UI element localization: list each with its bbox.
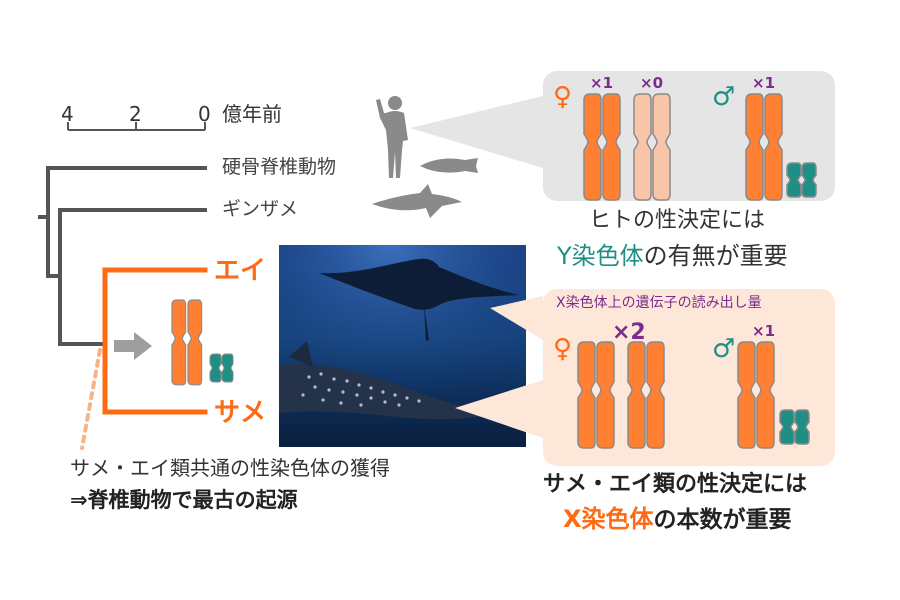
shark-caption-line1: サメ・エイ類の性決定には [543,472,808,497]
scale-tick-4: 4 [61,102,74,126]
shark-caption-rest: の本数が重要 [653,507,792,533]
human-caption-rest: の有無が重要 [643,242,788,270]
shark-callout-wedge [455,380,543,438]
shark-male-chromosomes [737,341,810,449]
shark-female-count: ×2 [612,320,646,345]
origin-caption-line1: サメ・エイ類共通の性染色体の獲得 [70,456,390,480]
origin-caption-line2: ⇒脊椎動物で最古の起源 [70,488,298,512]
taxon-chimaera: ギンザメ [222,198,299,220]
taxon-bony-vertebrates: 硬骨脊椎動物 [222,156,337,178]
dotted-pointer-line [80,348,102,450]
scale-tick-0: 0 [198,102,211,126]
human-male-symbol: ♂ [712,82,736,112]
human-caption-line1: ヒトの性決定には [589,208,766,233]
taxon-rays: エイ [214,256,267,286]
phylogenetic-tree [38,166,207,346]
shark-female-symbol: ♀ [553,334,573,364]
time-scale-bar [67,122,206,131]
shark-caption-x-chromosome: X染色体 [563,505,654,533]
human-caption-y-chromosome: Y染色体 [557,242,644,270]
shark-panel-header: X染色体上の遺伝子の読み出し量 [556,295,762,311]
human-female-symbol: ♀ [553,82,573,112]
human-female-chromosomes [583,93,671,201]
human-male-chromosomes [745,93,817,201]
whale-shark-figure [279,341,489,420]
scale-tick-2: 2 [129,102,142,126]
shark-female-chromosomes [577,341,665,449]
shark-caption-line2: X染色体の本数が重要 [563,507,792,532]
chimaera-silhouette-icon [372,184,462,218]
shark-male-symbol: ♂ [712,334,736,364]
human-female-count-b: ×0 [640,74,664,92]
human-caption-line2: Y染色体の有無が重要 [557,244,788,268]
manta-callout-wedge [490,296,543,340]
human-callout-wedge [410,96,543,168]
ancestral-sex-chromosomes [171,299,234,386]
bony-fish-silhouette-icon [420,158,478,173]
shark-male-count: ×1 [752,322,776,340]
human-male-count: ×1 [752,74,776,92]
human-silhouette-icon [376,96,408,178]
manta-ray-figure [319,258,519,341]
scale-unit-label: 億年前 [222,102,282,126]
human-female-count-a: ×1 [590,74,614,92]
taxon-sharks: サメ [214,398,267,428]
elasmobranch-branch [102,267,208,415]
ancestral-arrow-icon [114,332,152,360]
